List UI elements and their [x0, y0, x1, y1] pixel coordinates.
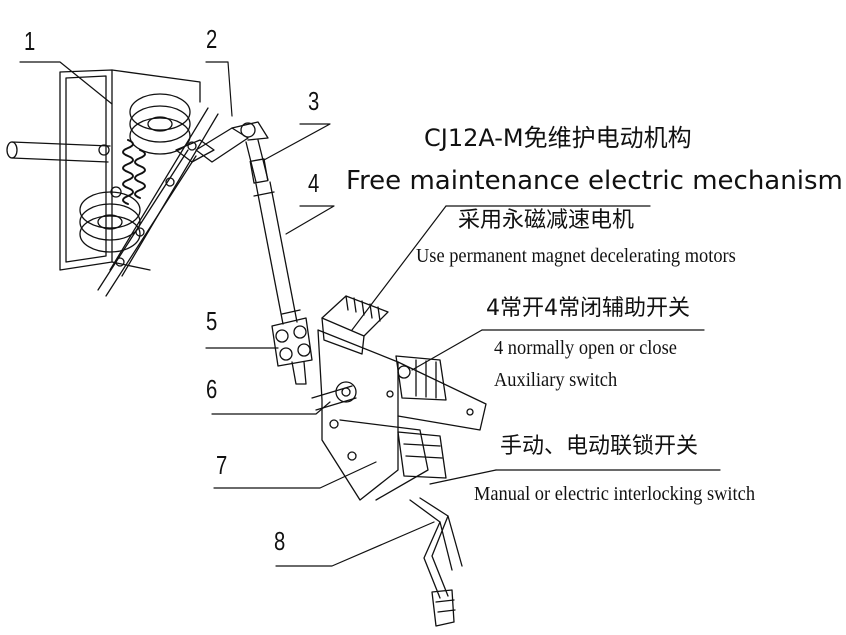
note-motor-cn: 采用永磁减速电机 — [458, 208, 635, 233]
title-model-cn: CJ12A-M免维护电动机构 — [424, 124, 692, 152]
note-interlock-cn: 手动、电动联锁开关 — [500, 434, 699, 459]
callout-3: 3 — [308, 86, 320, 116]
callout-2: 2 — [206, 24, 218, 54]
callout-7: 7 — [216, 450, 228, 480]
crank-handle — [409, 497, 463, 627]
mechanism-body — [311, 295, 487, 501]
callout-4: 4 — [308, 168, 320, 198]
disconnector-assembly — [6, 69, 219, 297]
callout-leaders — [19, 61, 435, 567]
title-en: Free maintenance electric mechanism — [346, 166, 843, 196]
callout-1: 1 — [24, 26, 36, 56]
crank-arm — [195, 121, 269, 184]
rod-coupling — [271, 317, 313, 385]
note-aux-switch-en-line1: 4 normally open or close — [494, 337, 677, 359]
note-interlock-en: Manual or electric interlocking switch — [474, 483, 756, 505]
drive-rod — [253, 181, 301, 325]
callout-5: 5 — [206, 306, 218, 336]
callout-8: 8 — [274, 526, 286, 556]
note-aux-switch-en-line2: Auxiliary switch — [494, 369, 618, 391]
note-aux-switch-cn: 4常开4常闭辅助开关 — [486, 296, 690, 321]
note-leaders — [351, 205, 721, 485]
callout-6: 6 — [206, 374, 218, 404]
note-motor-en: Use permanent magnet decelerating motors — [416, 245, 736, 267]
